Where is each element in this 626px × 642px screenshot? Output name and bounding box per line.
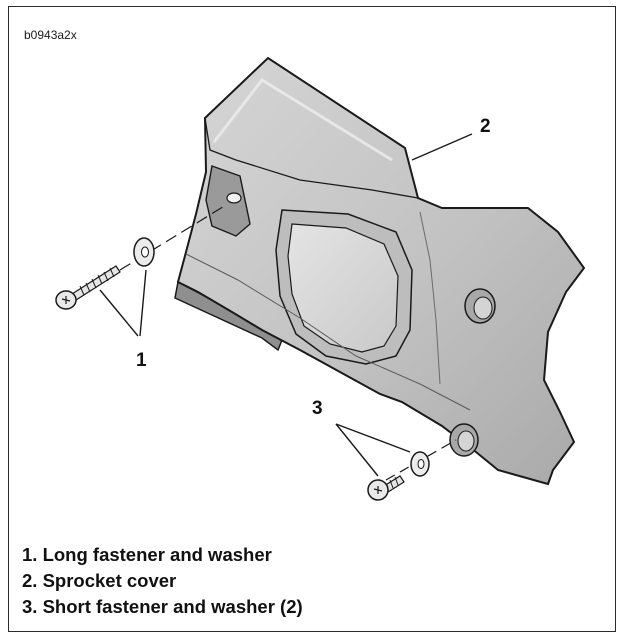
leader-line-3a — [335, 423, 379, 477]
short-washer-hole — [417, 459, 425, 469]
mounting-hole-lower-inner — [457, 430, 475, 452]
leader-line-2 — [411, 133, 473, 161]
long-fastener-assembly — [55, 204, 227, 337]
short-screw-head-socket — [373, 486, 383, 494]
inspection-window — [287, 223, 399, 353]
parts-legend: 1. Long fastener and washer 2. Sprocket … — [22, 542, 303, 620]
sprocket-cover — [174, 56, 586, 486]
long-screw-head-socket — [61, 296, 71, 304]
leader-line-1b — [139, 269, 147, 337]
legend-item-1: 1. Long fastener and washer — [22, 544, 272, 565]
cover-ridge — [204, 117, 419, 199]
cover-contour-line — [185, 253, 471, 411]
callout-1: 1 — [136, 350, 147, 371]
figure-id-label: b0943a2x — [24, 28, 77, 42]
leader-line-3b — [335, 423, 411, 453]
callout-2: 2 — [480, 116, 491, 137]
mounting-hole-upper-inner — [473, 296, 493, 320]
leader-line-1a — [99, 289, 139, 337]
long-screw-threads — [79, 267, 115, 296]
legend-item-2: 2. Sprocket cover — [22, 570, 177, 591]
cover-contour-line-2 — [419, 211, 441, 385]
long-screw-shank — [71, 265, 121, 301]
callout-3: 3 — [312, 398, 323, 419]
long-washer-hole — [141, 246, 149, 258]
cover-ridge-highlight — [212, 78, 393, 162]
fastener-boss-hole — [226, 192, 242, 204]
legend-item-3: 3. Short fastener and washer (2) — [22, 596, 303, 617]
short-screw-threads — [389, 476, 399, 489]
short-fastener-assembly — [335, 423, 457, 501]
